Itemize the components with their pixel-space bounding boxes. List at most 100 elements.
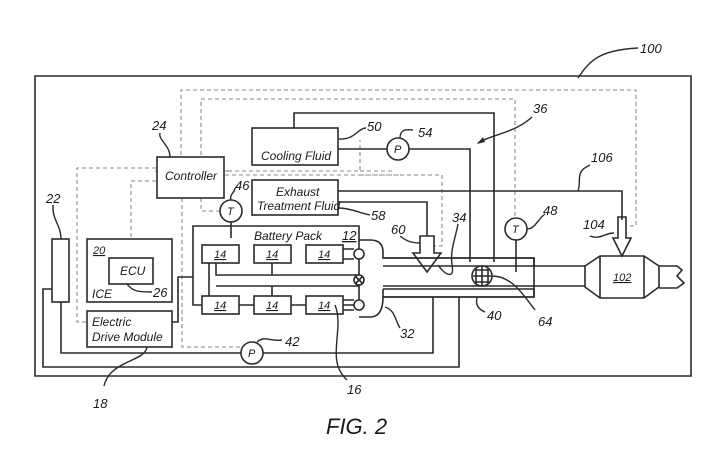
ref-60: 60 — [391, 222, 406, 237]
ref-32: 32 — [400, 326, 415, 341]
leader-46 — [229, 187, 236, 201]
control-line-outer — [180, 89, 637, 227]
control-line-ecu — [130, 180, 156, 262]
ref-42: 42 — [285, 334, 300, 349]
cooling-fluid-label: Cooling Fluid — [261, 149, 331, 163]
ref-100: 100 — [640, 41, 662, 56]
exhaust-jacket — [383, 257, 535, 298]
cell-label: 14 — [318, 249, 330, 261]
etf-label-line1: Exhaust — [276, 185, 320, 199]
catalyst-inner — [599, 256, 645, 298]
temp-sensor-48-symbol: T — [512, 224, 520, 236]
control-line-t46 — [200, 198, 222, 212]
leader-106 — [577, 164, 591, 192]
cell-label: 14 — [266, 300, 278, 312]
ecu-label: ECU — [120, 264, 146, 278]
cell-label: 14 — [318, 300, 330, 312]
ref-22: 22 — [45, 191, 61, 206]
coolant-line-bottom-1 — [255, 297, 434, 354]
etf-line-to-60 — [338, 201, 428, 236]
ref-58: 58 — [371, 208, 386, 223]
battery-pack-label: Battery Pack — [254, 229, 323, 243]
leader-64 — [491, 275, 536, 311]
battery-cell — [201, 295, 240, 315]
leader-58 — [338, 207, 371, 216]
ref-46: 46 — [235, 178, 250, 193]
leader-24 — [159, 132, 171, 158]
element-22 — [51, 238, 70, 303]
cell-label: 14 — [214, 249, 226, 261]
ecu-box — [108, 257, 154, 285]
pump-42-symbol: P — [248, 348, 256, 360]
ref-40: 40 — [487, 308, 502, 323]
controller-label: Controller — [165, 169, 218, 183]
ref-50: 50 — [367, 119, 382, 134]
ref-48: 48 — [543, 203, 558, 218]
ref-18: 18 — [93, 396, 108, 411]
valve-mid-cross — [354, 275, 364, 285]
controller-box — [156, 156, 225, 199]
valve-top — [353, 248, 365, 260]
leader-34 — [437, 223, 459, 276]
control-line-pump42 — [181, 198, 244, 348]
edm-label-line1: Electric — [92, 315, 131, 329]
exhaust-treatment-fluid-box — [251, 179, 339, 216]
leader-42 — [256, 338, 283, 343]
ice-ref: 20 — [92, 245, 106, 257]
leader-48 — [526, 213, 546, 230]
control-line-edm — [76, 167, 156, 323]
ref-102: 102 — [613, 272, 631, 284]
figure-caption: FIG. 2 — [326, 414, 387, 439]
battery-cell — [305, 244, 344, 264]
cell-bus — [208, 263, 359, 296]
ref-104: 104 — [583, 217, 605, 232]
control-line-inner — [200, 98, 516, 222]
ref-54: 54 — [418, 125, 432, 140]
ref-24: 24 — [151, 118, 166, 133]
edm-label-line2: Drive Module — [92, 330, 163, 344]
leader-40 — [475, 297, 486, 313]
system-outline — [34, 75, 692, 377]
pump-42 — [240, 341, 264, 365]
injector-104-arrow — [611, 216, 633, 258]
pump-54-symbol: P — [394, 144, 402, 156]
cell-label: 14 — [214, 300, 226, 312]
leader-104 — [589, 232, 615, 238]
temp-sensor-46-symbol: T — [227, 206, 235, 218]
leader-18 — [103, 346, 148, 387]
leader-100 — [577, 47, 639, 79]
cell-label: 14 — [266, 249, 278, 261]
control-line-etf — [225, 174, 443, 247]
ref-26: 26 — [152, 285, 168, 300]
electric-drive-module-box — [86, 310, 173, 348]
leader-36 — [477, 116, 533, 144]
etf-line-to-104 — [338, 190, 623, 220]
ref-16: 16 — [347, 382, 362, 397]
edm-to-battery — [172, 276, 193, 323]
battery-cell — [201, 244, 240, 264]
leader-22 — [52, 204, 62, 240]
ice-label: ICE — [92, 287, 113, 301]
cooling-fluid-top-line — [293, 112, 495, 262]
cooling-line-from-pump — [409, 148, 471, 262]
coolant-line-bottom-2 — [42, 288, 460, 368]
valve-bottom — [353, 299, 365, 311]
battery-pack-ref: 12 — [342, 228, 357, 243]
leader-60 — [399, 235, 421, 244]
etf-label-line2: Treatment Fluid — [257, 199, 340, 213]
cooling-fluid-box — [251, 127, 339, 166]
leader-26 — [126, 283, 153, 293]
injector-60-arrow — [411, 235, 443, 274]
battery-cell — [305, 295, 344, 315]
ref-36: 36 — [533, 101, 548, 116]
ref-64: 64 — [538, 314, 552, 329]
leader-54 — [399, 129, 414, 139]
catalyst-102 — [584, 255, 660, 299]
cell-row-top — [201, 244, 344, 264]
heater-grid — [473, 266, 491, 286]
leader-50 — [338, 127, 367, 140]
coolant-line-pump42 — [60, 302, 244, 354]
ref-106: 106 — [591, 150, 613, 165]
ref-34: 34 — [452, 210, 466, 225]
